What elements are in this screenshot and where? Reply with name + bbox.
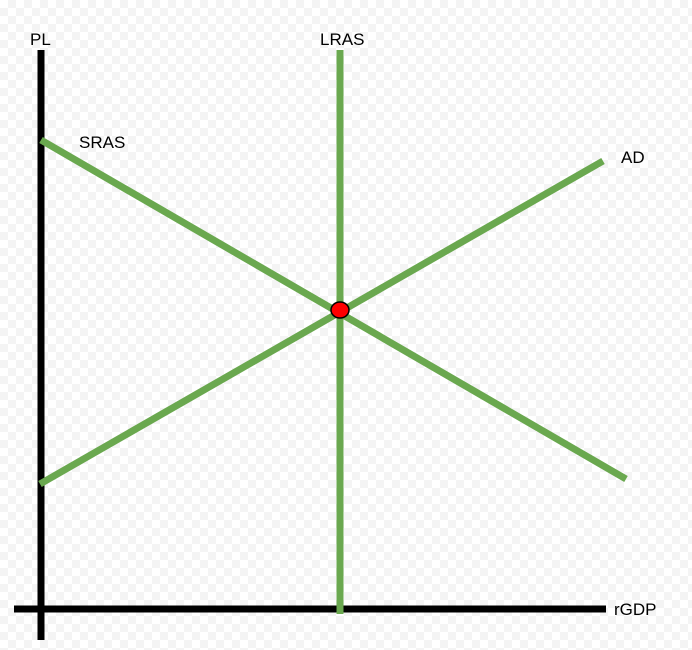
sras-label: SRAS [79, 133, 125, 152]
ad-label: AD [621, 148, 645, 167]
lras-label: LRAS [320, 30, 364, 49]
x-axis-label: rGDP [614, 600, 657, 619]
y-axis-label: PL [30, 30, 51, 49]
equilibrium-point-icon [330, 301, 350, 319]
ad-line [38, 157, 605, 488]
